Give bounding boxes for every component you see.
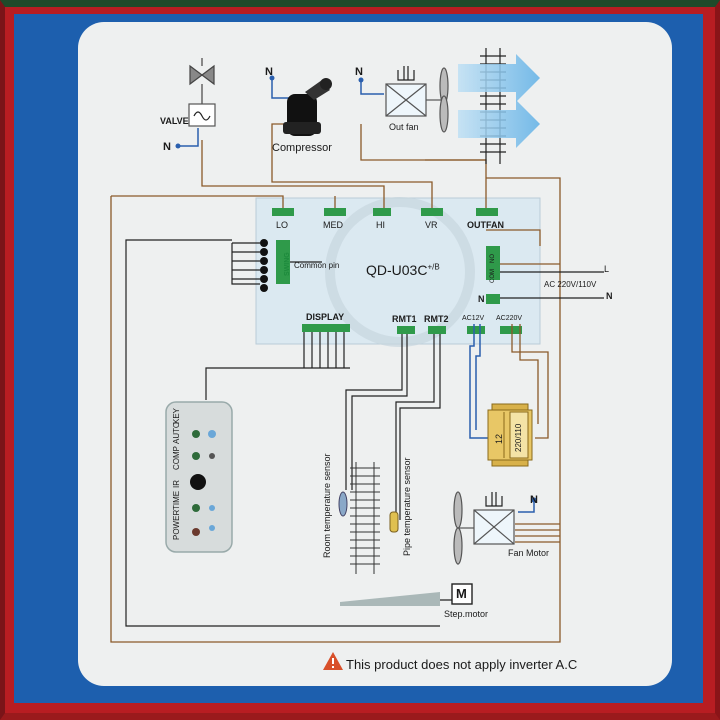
- key-comp-label: COMP: [172, 446, 181, 470]
- transformer-symbol: [487, 403, 533, 467]
- black-wires: [125, 239, 604, 627]
- vr-label: VR: [425, 220, 438, 230]
- hi-label: HI: [376, 220, 385, 230]
- fan-motor-neutral-label: N: [530, 494, 538, 506]
- terminal-outfan: [476, 208, 498, 216]
- terminal-display: [302, 324, 350, 332]
- step-motor-letter: M: [456, 586, 467, 601]
- terminal-ac220: [500, 326, 522, 334]
- valve-neutral-label: N: [163, 141, 171, 153]
- fan-motor-symbol: [453, 491, 515, 565]
- med-label: MED: [323, 220, 343, 230]
- pipe-temperature-sensor: [389, 511, 399, 533]
- valve-label: VALVE: [160, 116, 189, 126]
- key-auto-label: AUTO: [172, 421, 181, 444]
- ac220-label: AC220V: [496, 315, 523, 322]
- board-n-label: N: [478, 294, 485, 304]
- lo-label: LO: [276, 220, 289, 230]
- fan-motor-label: Fan Motor: [508, 548, 550, 558]
- line-l-label: L: [604, 264, 610, 274]
- warning-text: This product does not apply inverter A.C: [346, 657, 578, 672]
- board-model-suffix: +/B: [427, 262, 440, 272]
- display-panel-body: [165, 401, 233, 553]
- pipe-sensor-label: Pipe temperature sensor: [402, 457, 412, 556]
- supply-label: AC 220V/110V: [544, 280, 597, 289]
- step-motor-label: Step.motor: [444, 609, 489, 619]
- rmt2-label: RMT2: [424, 314, 449, 324]
- terminal-n: [486, 294, 500, 304]
- terminal-hi: [373, 208, 391, 216]
- evaporator-coil: [350, 462, 380, 574]
- compressor-symbol: [283, 78, 332, 136]
- outfan-label: OUTFAN: [467, 220, 504, 230]
- key-time-label: TIME: [172, 490, 181, 510]
- swing-pins: [260, 239, 268, 292]
- warning-icon: [323, 652, 343, 670]
- step-motor-symbol: [340, 583, 473, 606]
- terminal-med: [324, 208, 346, 216]
- transformer-12-label: 12: [494, 433, 504, 444]
- transformer-220-label: 220/110: [514, 423, 523, 452]
- compressor-label: Compressor: [272, 142, 332, 154]
- relay-no-com: [486, 246, 500, 280]
- out-fan-neutral-label: N: [355, 66, 363, 78]
- board-model: QD-U03C: [366, 262, 428, 278]
- line-n-label: N: [606, 291, 613, 301]
- key-power-label: POWER: [172, 509, 181, 540]
- swing-wires: [231, 242, 322, 285]
- out-fan-label: Out fan: [389, 122, 419, 132]
- brown-wires: [110, 123, 561, 643]
- key-ir-label: IR: [172, 480, 181, 488]
- terminal-rmt2: [428, 326, 446, 334]
- common-pin-label: Common pin: [294, 261, 340, 270]
- terminal-rmt1: [397, 326, 415, 334]
- key-key-label: KEY: [172, 407, 181, 424]
- terminal-vr: [421, 208, 443, 216]
- swing-label: SWING: [284, 252, 291, 276]
- terminal-swing: [276, 240, 290, 284]
- ac12-label: AC12V: [462, 315, 485, 322]
- watermark-seal: [325, 197, 475, 347]
- blue-wires: [178, 78, 535, 513]
- terminal-ac12: [467, 326, 485, 334]
- out-fan-symbol: [385, 66, 449, 133]
- airflow-arrows: [458, 54, 540, 148]
- compressor-neutral-label: N: [265, 66, 273, 78]
- valve-symbol: [188, 58, 216, 127]
- no-label: NO: [490, 254, 496, 263]
- com-label: COM: [490, 269, 496, 283]
- rmt1-label: RMT1: [392, 314, 417, 324]
- display-terminal-label: DISPLAY: [306, 312, 345, 322]
- diagram-card: [78, 22, 672, 686]
- room-sensor-label: Room temperature sensor: [322, 453, 332, 558]
- terminal-lo: [272, 208, 294, 216]
- room-temperature-sensor: [338, 491, 348, 517]
